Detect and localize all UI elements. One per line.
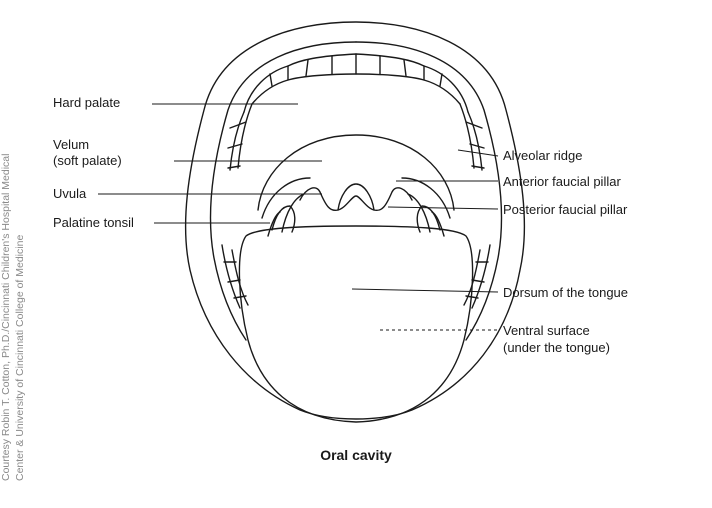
label-uvula: Uvula <box>53 186 87 201</box>
outer-lip-outline <box>184 21 526 420</box>
leader-alveolar-ridge <box>457 149 499 157</box>
anterior-faucial-pillar <box>261 177 451 219</box>
label-palatine-tonsil: Palatine tonsil <box>53 215 134 230</box>
leader-dorsum <box>351 288 499 293</box>
credit-line-2: Center & University of Cincinnati Colleg… <box>14 234 26 481</box>
label-posterior-faucial-pillar: Posterior faucial pillar <box>503 202 628 217</box>
inner-lip-outline <box>209 41 357 341</box>
label-alveolar-ridge: Alveolar ridge <box>503 148 583 163</box>
figure-caption: Oral cavity <box>320 447 392 463</box>
uvula-outline <box>299 187 413 212</box>
label-anterior-faucial-pillar: Anterior faucial pillar <box>503 174 621 189</box>
label-velum: Velum <box>53 137 90 152</box>
label-hard-palate: Hard palate <box>53 95 121 110</box>
label-dorsum: Dorsum of the tongue <box>503 285 629 300</box>
label-ventral-surface: Ventral surface <box>503 323 590 338</box>
tongue-outline <box>238 225 474 423</box>
velum-outline <box>257 134 455 211</box>
image-credit: Courtesy Robin T. Cotton, Ph.D./Cincinna… <box>0 61 33 481</box>
credit-line-1: Courtesy Robin T. Cotton, Ph.D./Cincinna… <box>0 153 12 481</box>
leader-posterior-pillar <box>387 206 499 210</box>
palatine-tonsil <box>271 205 441 233</box>
label-ventral-surface-sub: (under the tongue) <box>503 340 610 355</box>
label-velum-sub: (soft palate) <box>53 153 122 168</box>
